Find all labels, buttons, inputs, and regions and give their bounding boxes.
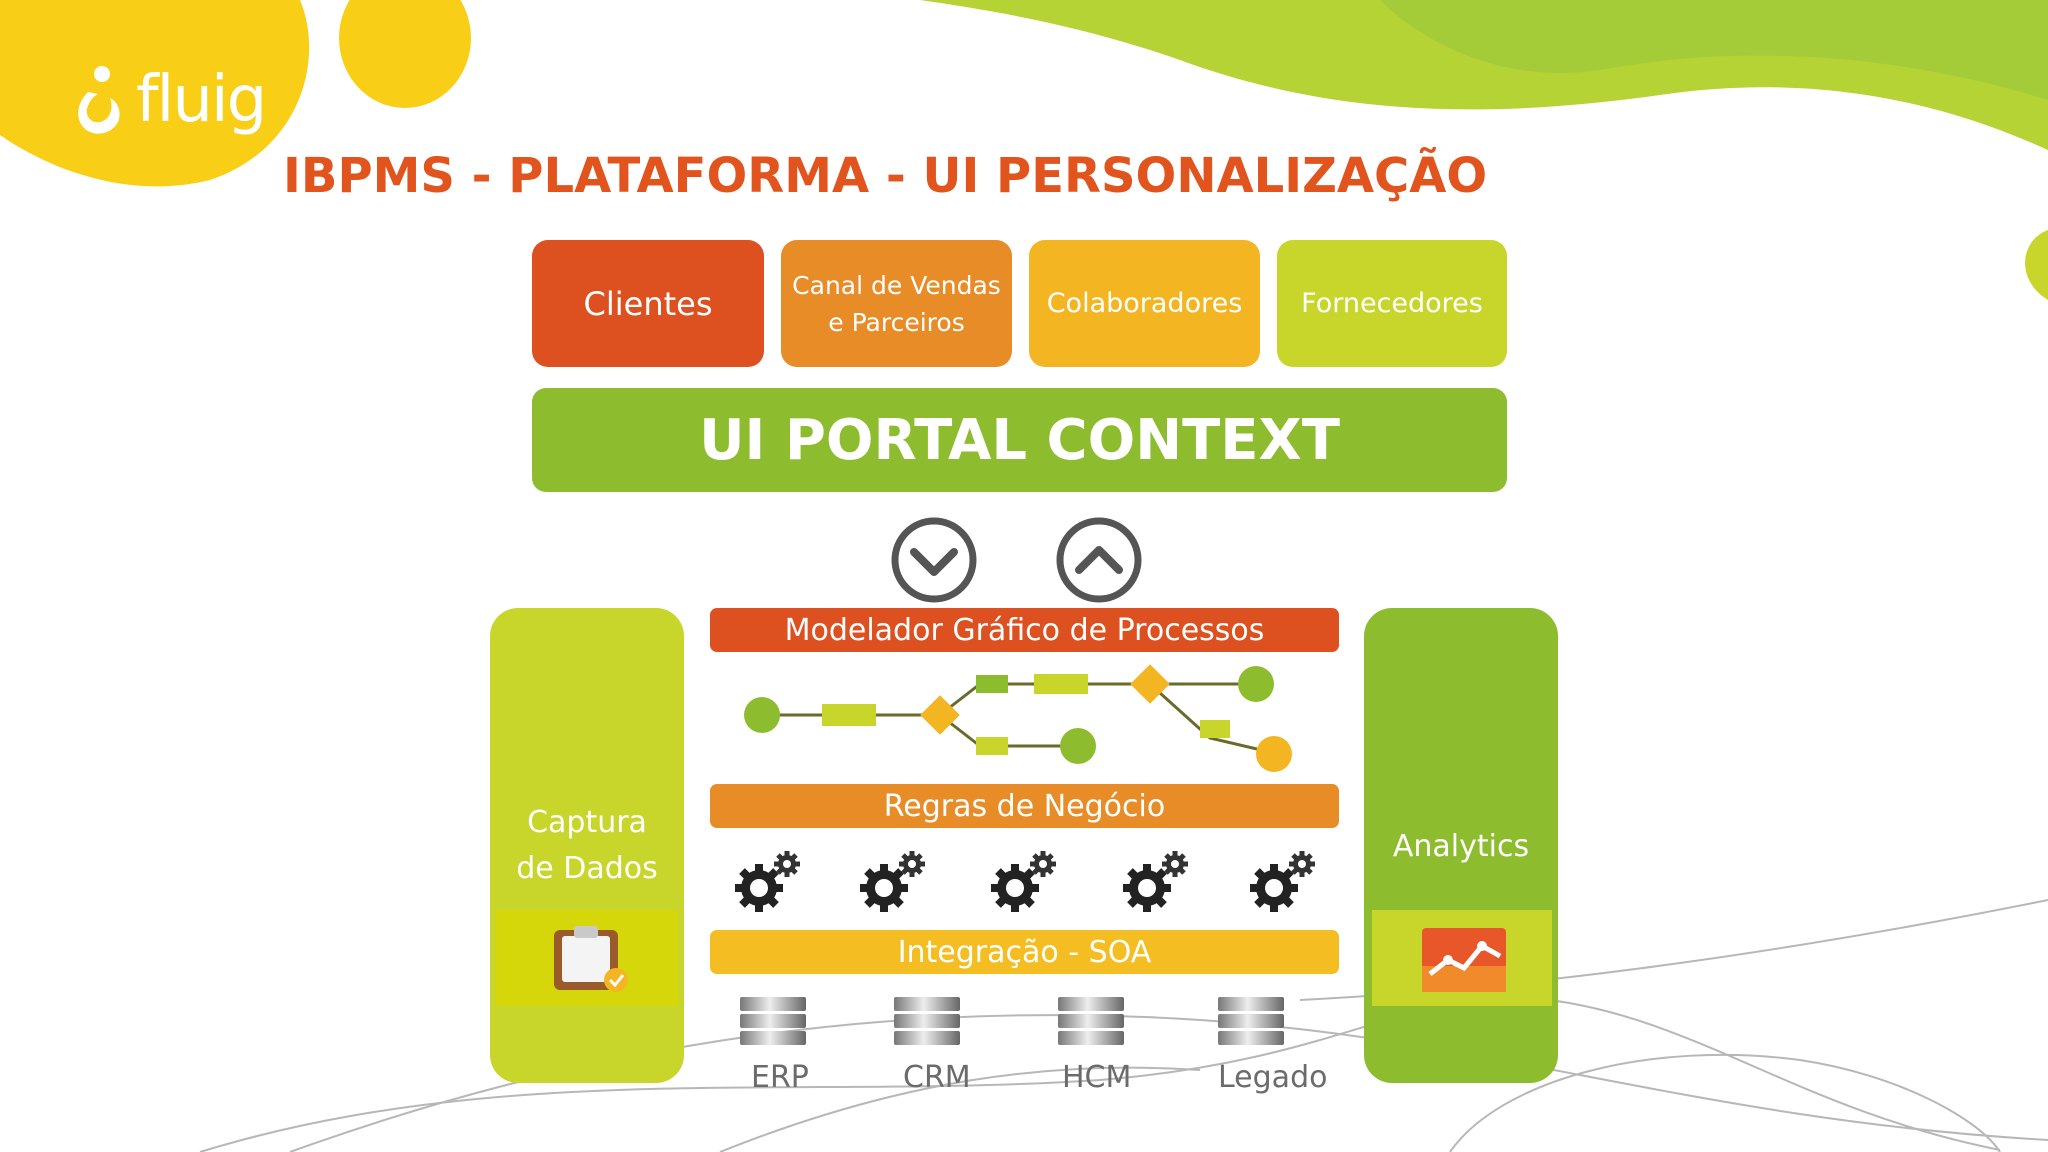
process-gateway <box>920 695 960 735</box>
database-icon <box>894 997 960 1045</box>
process-task <box>976 737 1008 755</box>
chevron-up-icon <box>1056 517 1142 603</box>
channel-label: Fornecedores <box>1301 288 1483 319</box>
gear-icon <box>733 850 803 914</box>
channel-label-line-2: e Parceiros <box>828 307 965 337</box>
channel-tile-fornecedores: Fornecedores <box>1277 240 1507 367</box>
process-flow-diagram <box>744 664 1292 772</box>
process-task <box>1034 674 1088 694</box>
system-label-legado: Legado <box>1218 1060 1328 1095</box>
process-end-node <box>1256 736 1292 772</box>
process-start-node <box>744 697 780 733</box>
integration-bar: Integração - SOA <box>710 930 1339 974</box>
process-task <box>822 704 876 726</box>
page-title: IBPMS - PLATAFORMA - UI PERSONALIZAÇÃO <box>283 148 1488 204</box>
process-end-node <box>1238 666 1274 702</box>
system-label-crm: CRM <box>903 1060 971 1095</box>
yellow-blob-circle <box>339 0 471 108</box>
channel-label-line-1: Canal de Vendas <box>792 270 1001 300</box>
side-panel-label: Captura de Dados <box>490 800 684 892</box>
system-label-erp: ERP <box>751 1060 809 1095</box>
channel-tile-colaboradores: Colaboradores <box>1029 240 1260 367</box>
rules-bar: Regras de Negócio <box>710 784 1339 828</box>
chevron-down-icon <box>891 517 977 603</box>
database-icon <box>1218 997 1284 1045</box>
gear-icon <box>989 850 1059 914</box>
channel-tile-canal-vendas: Canal de Vendas e Parceiros <box>781 240 1012 367</box>
database-icon <box>740 997 806 1045</box>
channel-label: Clientes <box>583 284 713 323</box>
yellow-blob-top-left <box>0 0 310 187</box>
side-panel-label: Analytics <box>1392 829 1530 864</box>
analytics-chart-icon <box>1422 928 1506 992</box>
process-task <box>1200 720 1230 738</box>
side-panel-label-line-2: de Dados <box>516 851 658 886</box>
process-end-node <box>1060 728 1096 764</box>
fluig-logo-text: fluig <box>136 63 267 137</box>
gear-icon <box>1121 850 1191 914</box>
side-panel-captura: Captura de Dados <box>490 608 684 1083</box>
channel-label: Colaboradores <box>1046 288 1243 319</box>
fluig-logo-icon <box>78 66 120 134</box>
fluig-logo: fluig <box>68 62 267 138</box>
modeler-bar: Modelador Gráfico de Processos <box>710 608 1339 652</box>
gear-icon <box>858 850 928 914</box>
clipboard-icon <box>554 926 628 992</box>
side-panel-analytics: Analytics <box>1364 608 1558 1083</box>
database-icon <box>1058 997 1124 1045</box>
side-panel-label-line-1: Captura <box>527 805 647 840</box>
system-label-hcm: HCM <box>1062 1060 1132 1095</box>
gear-icon <box>1248 850 1318 914</box>
ui-portal-context-bar: UI PORTAL CONTEXT <box>532 388 1507 492</box>
process-task <box>976 675 1008 693</box>
channel-tile-clientes: Clientes <box>532 240 764 367</box>
